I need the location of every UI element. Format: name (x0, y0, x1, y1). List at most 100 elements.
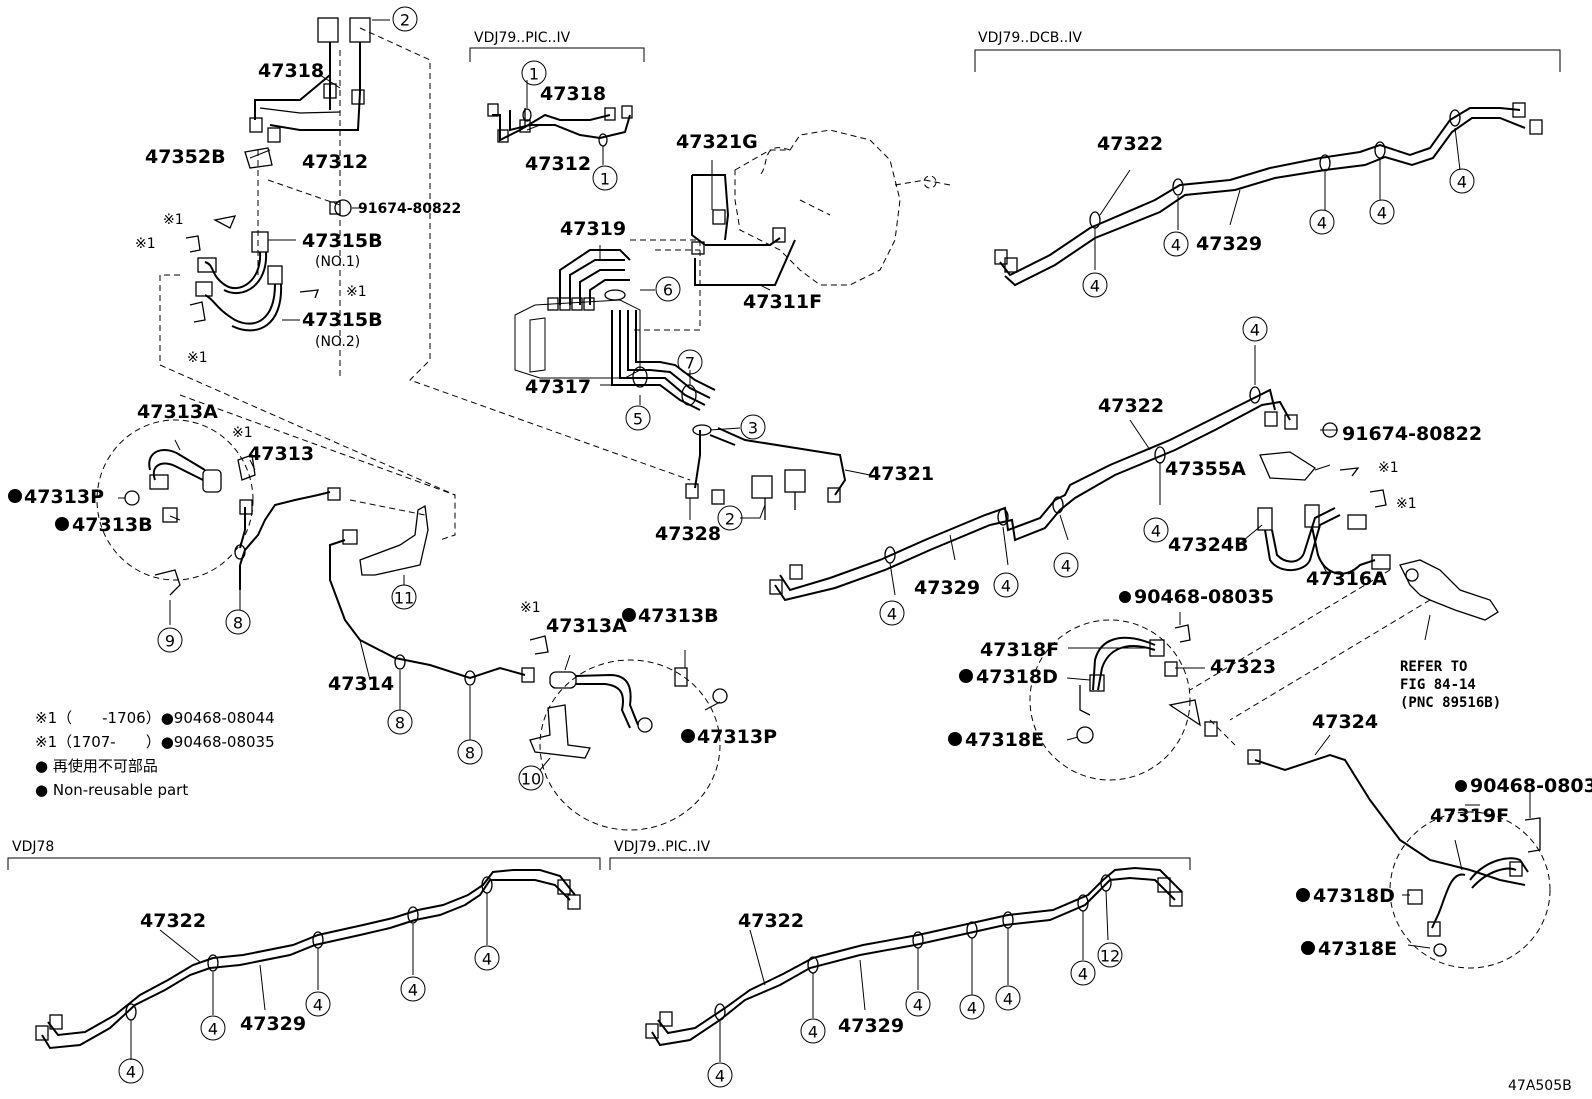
top-pic-inset (487, 103, 633, 147)
label-47318f: 47318F (980, 639, 1059, 661)
section-label-bottom-pic: VDJ79..PIC..IV (614, 839, 711, 855)
callout-4: 4 (993, 572, 1019, 598)
label-47311f: 47311F (743, 291, 822, 313)
label-47328: 47328 (655, 523, 721, 545)
label-47315b-no1: 47315B (302, 230, 383, 252)
callout-4: 4 (1053, 552, 1079, 578)
x1-mark: ※1 (1378, 460, 1399, 476)
callout-9: 9 (157, 627, 183, 653)
label-47324b: 47324B (1168, 534, 1249, 556)
label-47313: 47313 (248, 443, 314, 465)
label-47355a: 47355A (1165, 458, 1246, 480)
label-47322-main: 47322 (1098, 395, 1164, 417)
refer-line-2: FIG 84-14 (1400, 677, 1476, 693)
callout-2: 2 (717, 505, 743, 531)
svg-text:1: 1 (600, 170, 610, 189)
svg-text:4: 4 (1151, 522, 1161, 541)
svg-text:4: 4 (1250, 321, 1260, 340)
callouts: 2 1 1 6 7 5 3 2 11 8 9 8 8 10 4 4 4 4 4 … (118, 6, 1475, 1088)
section-label-vdj78: VDJ78 (12, 839, 54, 855)
note-x1-early: ※1（ -1706）●90468-08044 (35, 709, 275, 727)
callout-11: 11 (391, 584, 417, 610)
svg-text:4: 4 (715, 1067, 725, 1086)
callout-2: 2 (392, 6, 418, 32)
label-47312-upper: 47312 (302, 151, 368, 173)
non-reusable-dots (8, 489, 1467, 955)
label-47318-upper: 47318 (258, 60, 324, 82)
section-bracket-top-dcb: VDJ79..DCB..IV (974, 30, 1561, 72)
svg-text:4: 4 (1061, 557, 1071, 576)
svg-text:1: 1 (529, 65, 539, 84)
refer-to-note: REFER TO FIG 84-14 (PNC 89516B) (1400, 659, 1501, 711)
x1-mark: ※1 (346, 284, 367, 300)
svg-text:4: 4 (1003, 990, 1013, 1009)
label-47318d-b: 47318D (1313, 885, 1395, 907)
svg-text:3: 3 (748, 419, 758, 438)
label-47316a: 47316A (1306, 568, 1387, 590)
label-47313p-upper: 47313P (24, 486, 104, 508)
label-47318e-b: 47318E (1318, 938, 1397, 960)
callout-12: 12 (1097, 942, 1123, 968)
label-47329-pic: 47329 (838, 1015, 904, 1037)
vdj78-rear-tube (35, 869, 581, 1050)
label-90468-08035-a: 90468-08035 (1134, 586, 1274, 608)
section-bracket-vdj78: VDJ78 (7, 839, 601, 870)
label-47312-inset: 47312 (525, 153, 591, 175)
svg-text:5: 5 (633, 410, 643, 429)
reference-dashed-lines (159, 27, 1431, 746)
callout-4: 4 (118, 1058, 144, 1084)
callout-4: 4 (1082, 272, 1108, 298)
part-number-labels: 47318 47312 47352B 91674-80822 47315B (N… (24, 60, 1592, 1037)
note-non-reusable-jp: ● 再使用不可部品 (35, 757, 158, 775)
callout-1: 1 (521, 60, 547, 86)
svg-text:4: 4 (1090, 277, 1100, 296)
x1-mark: ※1 (520, 600, 541, 616)
label-47322-vdj78: 47322 (140, 910, 206, 932)
section-label-top-dcb: VDJ79..DCB..IV (978, 30, 1082, 46)
label-47323: 47323 (1210, 656, 1276, 678)
note-non-reusable-en: ● Non-reusable part (35, 781, 188, 799)
label-47317: 47317 (525, 376, 591, 398)
svg-text:4: 4 (208, 1020, 218, 1039)
callout-8: 8 (225, 609, 251, 635)
label-47329-vdj78: 47329 (240, 1013, 306, 1035)
x1-mark: ※1 (232, 425, 253, 441)
label-47313a-lower: 47313A (546, 615, 627, 637)
callout-4: 4 (879, 600, 905, 626)
callout-4: 4 (1449, 168, 1475, 194)
svg-text:12: 12 (1100, 947, 1120, 966)
svg-text:8: 8 (465, 744, 475, 763)
label-47329-dcb: 47329 (1196, 233, 1262, 255)
svg-text:10: 10 (521, 770, 541, 789)
svg-text:4: 4 (1078, 965, 1088, 984)
label-47315b-no2: 47315B (302, 309, 383, 331)
callout-5: 5 (625, 405, 651, 431)
x1-mark: ※1 (135, 236, 156, 252)
section-bracket-bottom-pic: VDJ79..PIC..IV (609, 839, 1191, 870)
callout-4: 4 (1143, 517, 1169, 543)
rear-brake-tubes (1076, 624, 1541, 957)
svg-text:4: 4 (1457, 173, 1467, 192)
callout-3: 3 (740, 414, 766, 440)
svg-text:9: 9 (165, 632, 175, 651)
x1-marks: ※1 ※1 ※1 ※1 ※1 ※1 ※1 ※1 (135, 212, 1417, 616)
dashed-group-ellipses (96, 419, 1551, 969)
svg-text:4: 4 (1377, 204, 1387, 223)
svg-text:4: 4 (913, 996, 923, 1015)
svg-text:4: 4 (1317, 214, 1327, 233)
label-91674-80822-upper: 91674-80822 (358, 201, 461, 217)
label-47319f: 47319F (1430, 805, 1509, 827)
x1-mark: ※1 (1396, 496, 1417, 512)
label-47313p-lower: 47313P (697, 726, 777, 748)
callout-4: 4 (200, 1015, 226, 1041)
svg-text:6: 6 (663, 281, 673, 300)
svg-text:4: 4 (313, 996, 323, 1015)
svg-text:4: 4 (887, 605, 897, 624)
callout-4: 4 (1070, 960, 1096, 986)
note-x1-late: ※1（1707- ）●90468-08035 (35, 733, 275, 751)
label-no2: (NO.2) (315, 334, 360, 350)
label-47318e-a: 47318E (965, 729, 1044, 751)
svg-text:8: 8 (395, 714, 405, 733)
label-47321: 47321 (868, 463, 934, 485)
